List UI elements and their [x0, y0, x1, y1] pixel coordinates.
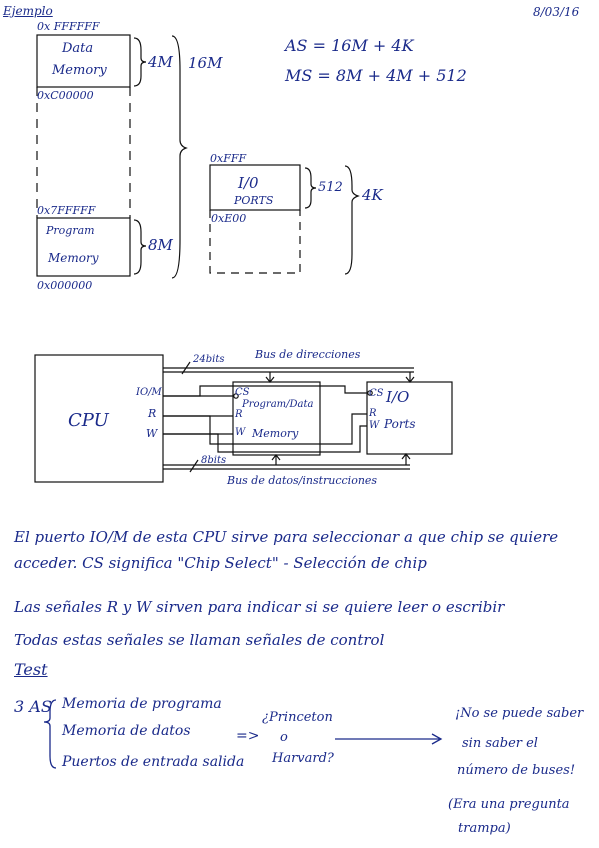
test-item-3: Puertos de entrada salida — [62, 754, 245, 770]
addr-ffffff: 0x FFFFFF — [37, 20, 100, 33]
io-chip-line2: Ports — [384, 417, 416, 431]
brace-4k — [344, 165, 360, 275]
question-line-3: Harvard? — [272, 751, 334, 766]
data-memory-line2: Memory — [52, 63, 107, 78]
equation-ms: MS = 8M + 4M + 512 — [285, 66, 467, 85]
label-16m: 16M — [188, 54, 223, 72]
label-8m: 8M — [148, 236, 173, 254]
explanation-line-1: El puerto IO/M de esta CPU sirve para se… — [14, 528, 559, 546]
data-memory-box — [36, 34, 131, 88]
data-bus-label: Bus de datos/instrucciones — [227, 474, 378, 487]
test-arrow-head — [431, 733, 443, 745]
test-label: 3 AS — [14, 697, 52, 716]
pin-w: W — [146, 427, 158, 440]
brace-512 — [304, 167, 317, 209]
equation-as: AS = 16M + 4K — [285, 36, 414, 55]
mem-chip-line1: Program/Data — [242, 399, 314, 410]
test-item-2: Memoria de datos — [62, 723, 191, 739]
io-w-label: W — [369, 420, 380, 431]
addr-c00000: 0xC00000 — [37, 89, 94, 102]
addr-7fffff: 0x7FFFFF — [37, 204, 96, 217]
io-cs-label: CS — [369, 388, 384, 399]
mem-cs-label: CS — [235, 387, 250, 398]
pin-r: R — [148, 407, 157, 420]
label-512: 512 — [318, 180, 343, 195]
brace-8m — [133, 219, 147, 275]
brace-4m — [133, 37, 147, 87]
explanation-line-2: acceder. CS significa "Chip Select" - Se… — [14, 554, 427, 572]
addr-000000: 0x000000 — [37, 279, 93, 292]
test-item-1: Memoria de programa — [62, 696, 222, 712]
addr-fff: 0xFFF — [210, 152, 247, 165]
addr-width-label: 24bits — [193, 354, 225, 365]
io-space-dashed — [209, 210, 301, 274]
explanation-line-4: Todas estas señales se llaman señales de… — [14, 631, 385, 649]
note-line-1: (Era una pregunta — [448, 797, 570, 812]
answer-line-2: sin saber el — [462, 736, 538, 751]
mem-r-label: R — [235, 409, 243, 420]
cpu-box — [34, 354, 164, 483]
io-chip-line1: I/O — [386, 388, 410, 406]
label-4m: 4M — [148, 53, 173, 71]
explanation-line-3: Las señales R y W sirven para indicar si… — [14, 598, 505, 616]
data-width-label: 8bits — [201, 455, 227, 466]
label-4k: 4K — [362, 186, 383, 204]
address-bus — [163, 361, 415, 383]
data-bus — [163, 453, 411, 473]
io-r-label: R — [369, 408, 377, 419]
io-label-line2: PORTS — [234, 194, 274, 207]
io-ports-box — [209, 164, 301, 211]
pin-iom: IO/M — [136, 387, 162, 398]
addr-bus-label: Bus de direcciones — [255, 348, 361, 361]
mem-chip-line2: Memory — [252, 427, 299, 440]
program-memory-line2: Memory — [48, 251, 99, 265]
program-memory-box — [36, 217, 131, 277]
note-line-2: trampa) — [458, 821, 511, 836]
brace-16m — [171, 35, 188, 279]
page-heading: Ejemplo — [3, 4, 53, 18]
test-heading: Test — [14, 660, 48, 679]
test-brace — [43, 699, 57, 769]
data-memory-line1: Data — [62, 41, 94, 56]
addr-e00: 0xE00 — [211, 212, 247, 225]
control-lines — [163, 385, 373, 453]
io-label-line1: I/0 — [238, 174, 259, 192]
question-line-1: ¿Princeton — [262, 710, 333, 725]
answer-line-3: número de buses! — [457, 763, 576, 778]
test-implies: => — [236, 728, 260, 744]
program-memory-line1: Program — [46, 224, 95, 237]
cpu-label: CPU — [68, 410, 109, 431]
answer-line-1: ¡No se puede saber — [455, 706, 584, 721]
mem-w-label: W — [235, 427, 246, 438]
question-line-2: o — [280, 730, 288, 745]
page-date: 8/03/16 — [533, 5, 580, 19]
